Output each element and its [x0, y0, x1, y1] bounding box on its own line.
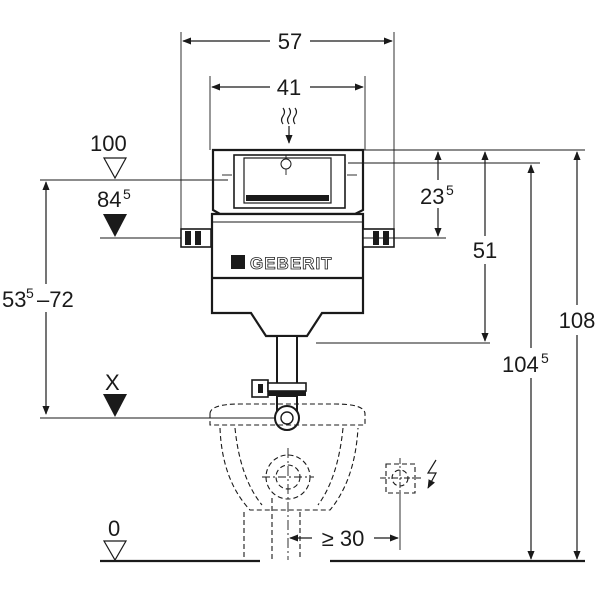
level-floor-label: 0 — [108, 516, 120, 541]
range-a-sup: 5 — [26, 285, 34, 301]
dimension-total-width: 57 — [180, 28, 395, 230]
level-top-label: 100 — [90, 131, 127, 156]
geberit-logo: GEBERIT — [231, 254, 333, 273]
geberit-logo-text: GEBERIT — [250, 254, 333, 273]
range-a-label: 53 — [2, 287, 26, 312]
electrical-connection — [380, 458, 437, 500]
level-markers: 100 84 5 53 5 –72 X 0 — [0, 131, 275, 562]
level-marker-icon — [102, 157, 128, 180]
water-supply-icon — [280, 107, 298, 144]
electrical-connection-icon — [426, 459, 437, 489]
right-dimensions: 23 5 51 104 5 108 — [316, 149, 600, 560]
total-width-label: 57 — [278, 29, 302, 54]
dimension-clearance: ≥ 30 — [289, 500, 401, 551]
flush-height-label: 23 — [420, 184, 444, 209]
cistern: GEBERIT — [180, 148, 395, 431]
range-b-label: –72 — [37, 287, 74, 312]
level-mid-label: 84 — [97, 187, 121, 212]
clearance-label: ≥ 30 — [322, 526, 365, 551]
height-inner-label: 104 — [502, 352, 539, 377]
frame-width-label: 41 — [277, 75, 301, 100]
level-mid-sup: 5 — [123, 186, 131, 202]
pipe-height-label: 51 — [473, 238, 497, 263]
level-x-label: X — [105, 370, 120, 395]
dimension-frame-width: 41 — [209, 74, 366, 150]
height-total-label: 108 — [559, 308, 596, 333]
height-inner-sup: 5 — [541, 350, 549, 366]
toilet-bowl-outline — [209, 403, 366, 560]
flush-height-sup: 5 — [446, 182, 454, 198]
